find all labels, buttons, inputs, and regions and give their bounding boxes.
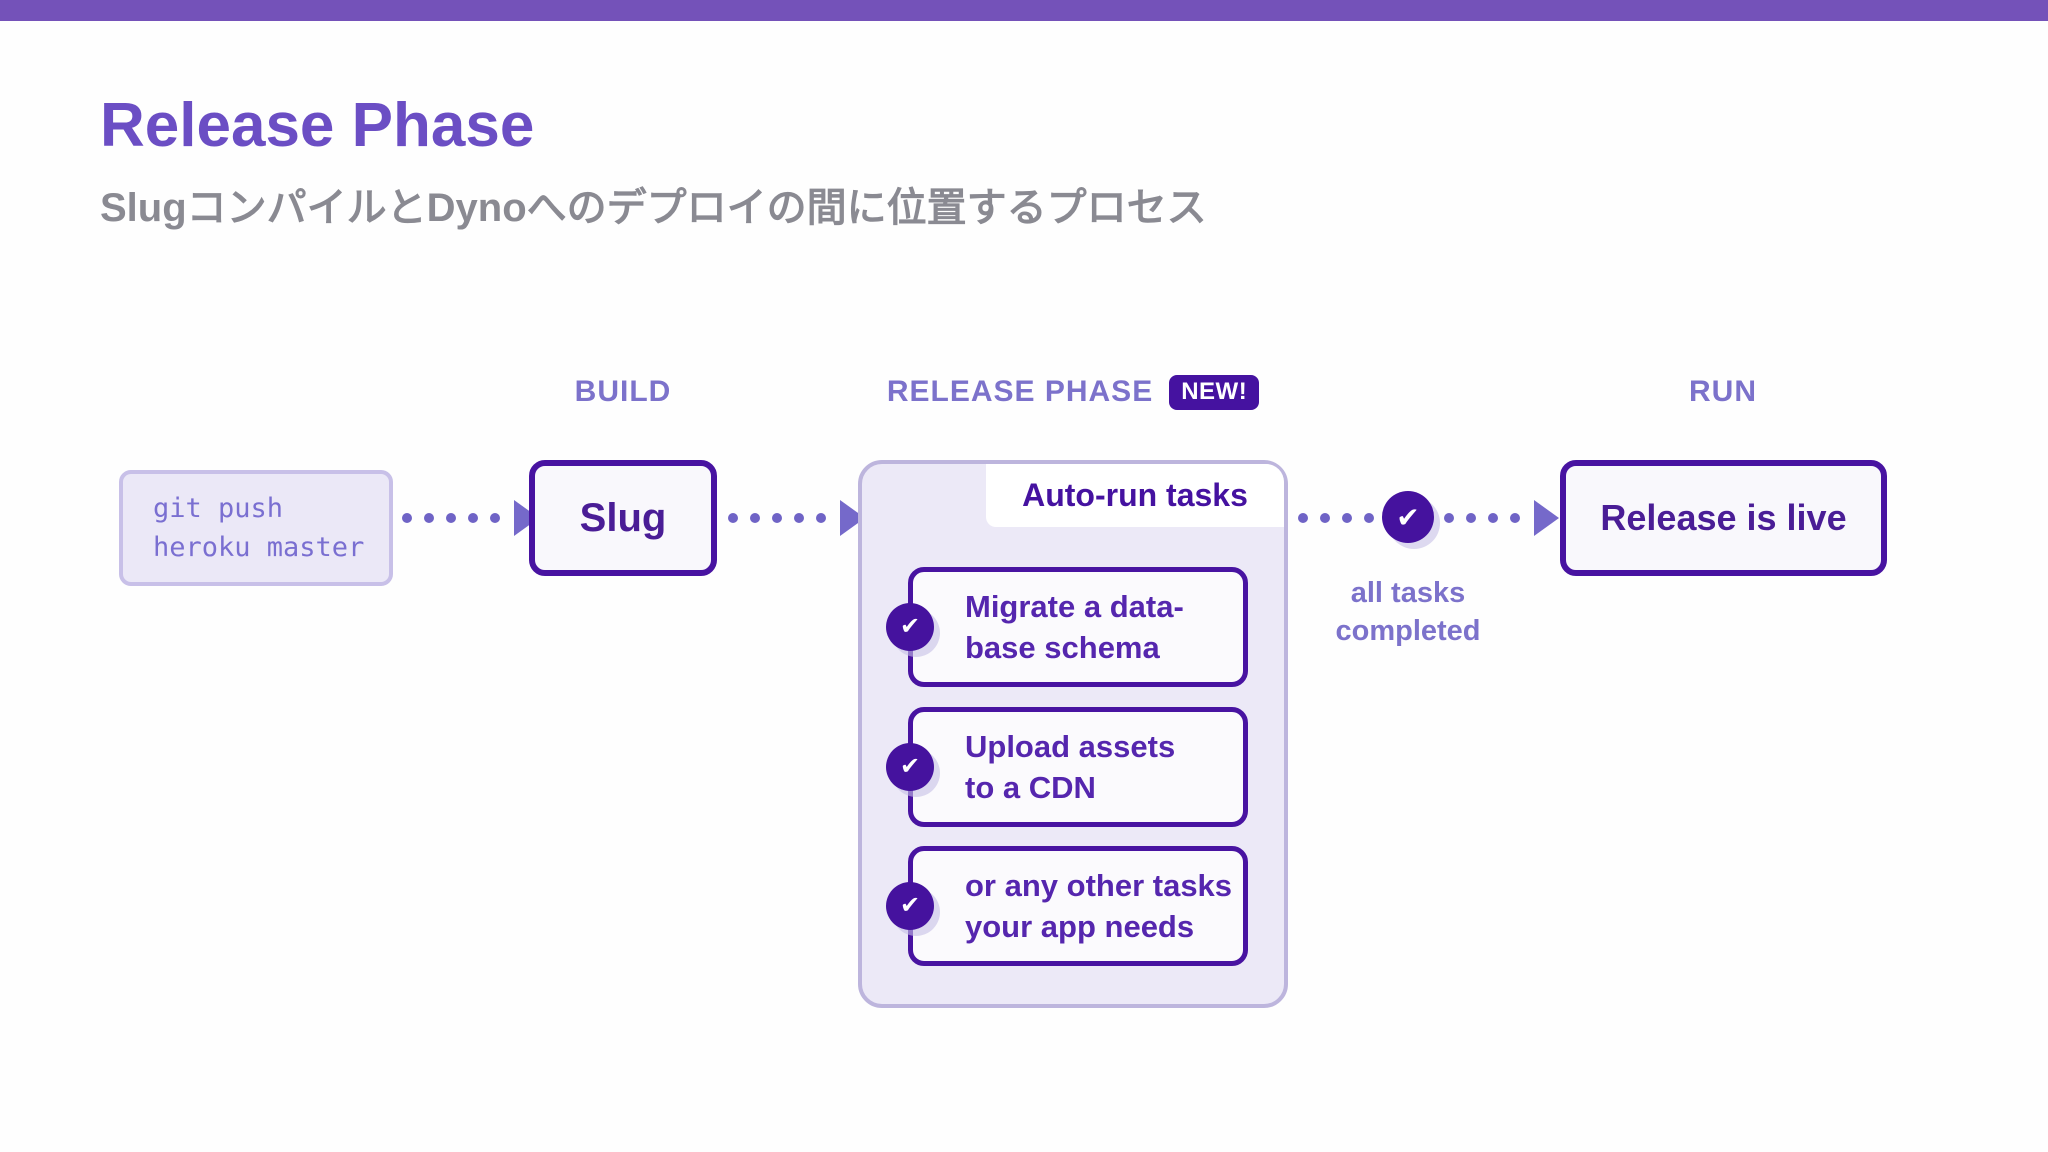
arrow-dot: [1320, 513, 1330, 523]
auto-run-tasks-label: Auto-run tasks: [1022, 477, 1248, 513]
arrow-dot: [794, 513, 804, 523]
check-glyph: ✔: [899, 752, 921, 781]
all-tasks-check-icon: ✔: [1382, 491, 1434, 543]
dotted-arrow-build: [402, 498, 539, 538]
top-accent-bar: [0, 0, 2048, 21]
arrow-dot: [1466, 513, 1476, 523]
check-icon: ✔: [886, 603, 934, 651]
check-icon: ✔: [886, 882, 934, 930]
completed-line1: all tasks: [1350, 577, 1466, 609]
arrow-dot: [468, 513, 478, 523]
task-other-tasks: ✔ or any other tasks your app needs: [886, 846, 1248, 966]
task-line2: to a CDN: [965, 770, 1096, 805]
task-line1: or any other tasks: [965, 867, 1233, 903]
task-line1: Upload assets: [965, 728, 1176, 764]
arrow-dot: [1298, 513, 1308, 523]
arrow-dot: [816, 513, 826, 523]
dotted-arrow-run-left: [1298, 513, 1374, 523]
task-migrate-database: ✔ Migrate a data- base schema: [886, 567, 1248, 687]
all-tasks-completed-label: all tasks completed: [1288, 575, 1528, 650]
release-live-node: Release is live: [1560, 460, 1887, 576]
arrow-dot: [402, 513, 412, 523]
arrow-dot: [1364, 513, 1374, 523]
task-line2: your app needs: [965, 909, 1195, 944]
release-live-label: Release is live: [1600, 497, 1847, 538]
git-push-line1: git push: [153, 492, 284, 524]
arrow-dot: [1510, 513, 1520, 523]
arrowhead-icon: [1534, 500, 1559, 536]
auto-run-tasks-tab: Auto-run tasks: [986, 464, 1284, 527]
arrow-dot: [728, 513, 738, 523]
arrow-dot: [1342, 513, 1352, 523]
arrow-dot: [446, 513, 456, 523]
arrow-dot: [490, 513, 500, 523]
check-glyph: ✔: [899, 612, 921, 641]
task-upload-assets: ✔ Upload assets to a CDN: [886, 707, 1248, 827]
arrow-dot: [424, 513, 434, 523]
task-line2: base schema: [965, 630, 1160, 665]
stage-label-run: RUN: [1689, 375, 1757, 408]
page-subtitle: SlugコンパイルとDynoへのデプロイの間に位置するプロセス: [100, 186, 1207, 230]
check-icon: ✔: [886, 743, 934, 791]
page-title: Release Phase: [100, 91, 535, 160]
check-glyph: ✔: [1396, 500, 1420, 534]
check-glyph: ✔: [899, 891, 921, 920]
task-line1: Migrate a data-: [965, 588, 1184, 624]
git-push-line2: heroku master: [153, 532, 365, 563]
dotted-arrow-release: [728, 498, 865, 538]
stage-label-release-phase-text: RELEASE PHASE: [886, 375, 1154, 408]
completed-line2: completed: [1335, 614, 1481, 647]
arrow-dot: [1444, 513, 1454, 523]
dotted-arrow-run-right: [1444, 498, 1559, 538]
slug-label: Slug: [579, 495, 667, 540]
new-badge: NEW!: [1169, 374, 1260, 410]
arrow-dot: [772, 513, 782, 523]
release-phase-panel: Auto-run tasks ✔ Migrate a data- base sc…: [858, 460, 1288, 1008]
stage-label-release-phase: RELEASE PHASE NEW!: [873, 372, 1273, 412]
git-push-node: git push heroku master: [119, 470, 393, 586]
stage-label-build: BUILD: [574, 375, 672, 408]
arrow-dot: [750, 513, 760, 523]
slug-node: Slug: [529, 460, 717, 576]
arrow-dot: [1488, 513, 1498, 523]
